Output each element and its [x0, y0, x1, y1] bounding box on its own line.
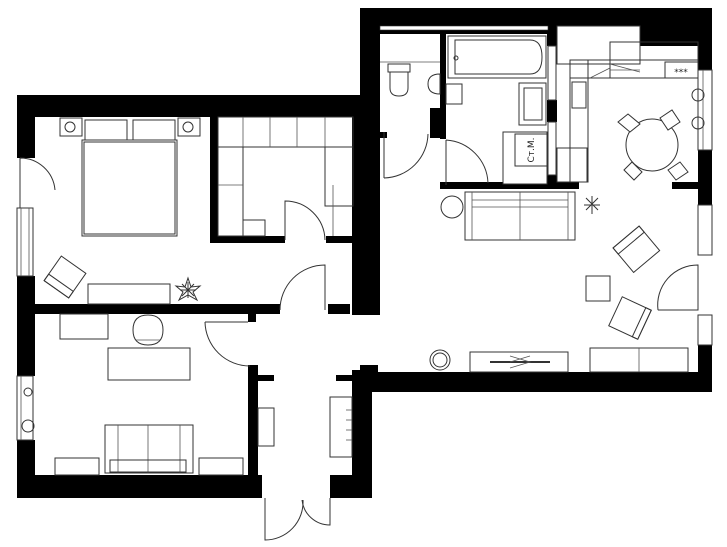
- sideboard[interactable]: [589, 347, 689, 373]
- bathtub[interactable]: [447, 35, 547, 79]
- doors: [19, 132, 699, 541]
- nightstand[interactable]: [177, 117, 201, 137]
- nightstand[interactable]: [59, 117, 83, 137]
- bedroom: [43, 117, 202, 305]
- washing-machine[interactable]: Ст.М.: [502, 131, 548, 185]
- sofa[interactable]: [464, 191, 576, 241]
- armchair[interactable]: [612, 225, 661, 274]
- toilet-room: [380, 61, 441, 97]
- desk[interactable]: [107, 347, 191, 381]
- cabinet[interactable]: [518, 82, 547, 126]
- dresser[interactable]: [87, 283, 171, 305]
- coat-rack[interactable]: [329, 396, 353, 458]
- kitchen: ***: [556, 25, 705, 183]
- living-room: [429, 191, 689, 373]
- tv-stand[interactable]: [469, 351, 569, 373]
- round-dining-table[interactable]: [617, 109, 689, 181]
- sofa[interactable]: [104, 424, 194, 474]
- stove-burners-label: ***: [674, 68, 688, 78]
- sink-cabinet[interactable]: [445, 83, 463, 105]
- sink[interactable]: [571, 81, 587, 109]
- side-cabinet[interactable]: [59, 313, 109, 340]
- bathroom: Ст.М.: [445, 35, 548, 185]
- sink[interactable]: [427, 73, 441, 95]
- round-side-table[interactable]: [440, 195, 464, 219]
- potted-plant-icon: [21, 387, 35, 433]
- toilet[interactable]: [387, 63, 411, 97]
- potted-plant-icon: [691, 88, 705, 130]
- kitchen-counter[interactable]: [556, 25, 699, 183]
- office: [21, 313, 244, 476]
- fridge[interactable]: [556, 147, 588, 183]
- armchair[interactable]: [43, 255, 87, 299]
- potted-plant-icon: [174, 276, 202, 302]
- armchair[interactable]: [608, 296, 652, 340]
- hallway: [257, 396, 353, 458]
- windows: [16, 25, 713, 441]
- plant-icon: [429, 349, 451, 371]
- side-table[interactable]: [198, 457, 244, 476]
- office-chair[interactable]: [132, 314, 164, 346]
- coffee-table[interactable]: [585, 275, 611, 302]
- washing-machine-label: Ст.М.: [527, 137, 537, 162]
- double-bed[interactable]: [81, 119, 178, 237]
- walk-in-closet: [217, 116, 354, 237]
- floor-lamp-icon: [584, 196, 600, 214]
- side-table[interactable]: [54, 457, 100, 476]
- stove[interactable]: ***: [664, 61, 699, 79]
- shoe-cabinet[interactable]: [257, 407, 275, 447]
